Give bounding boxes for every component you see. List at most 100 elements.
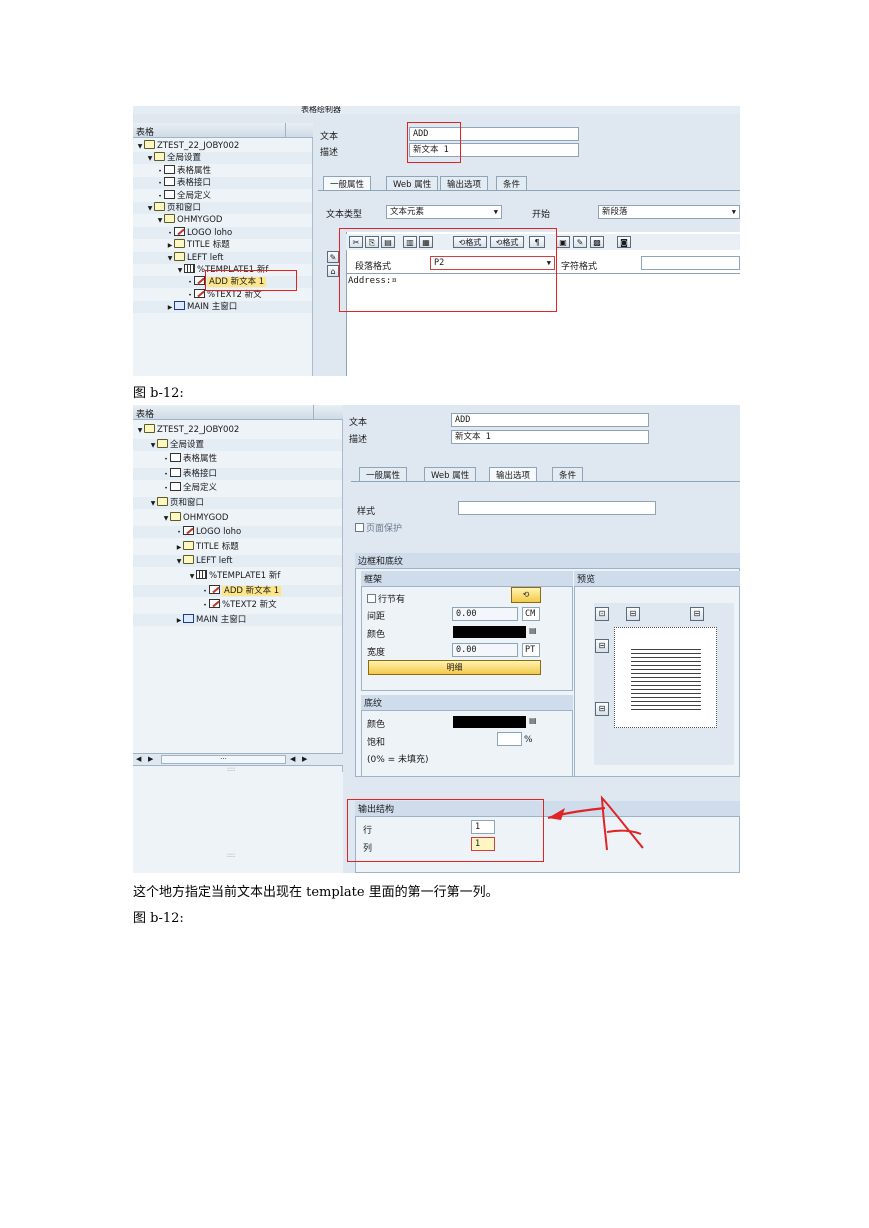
horizontal-scrollbar[interactable]: ◀ ▶ ··· ◀ ▶ [133,753,343,766]
bullet-icon[interactable]: • [164,485,168,493]
tree-item[interactable]: •表格属性 [133,453,342,465]
tree-item[interactable]: ▼LEFT left [133,555,342,568]
spacing-unit[interactable]: CM [522,607,540,621]
tab-conditions[interactable]: 条件 [552,467,584,481]
expand-icon[interactable]: ▼ [157,217,163,225]
tree-item[interactable]: ▼页和窗口 [133,497,342,509]
color-picker-icon[interactable]: ▤ [529,716,537,725]
row-input[interactable]: 1 [471,820,495,834]
bullet-icon[interactable]: • [164,456,168,464]
splitter-grip[interactable]: :::: [227,766,236,773]
tree-item[interactable]: ▶TITLE 标题 [133,239,312,251]
detail-button[interactable]: 明细 [368,660,541,675]
width-input[interactable]: 0.00 [452,643,518,657]
tree-item[interactable]: ▼全局设置 [133,152,312,165]
insert-field-button[interactable]: ▣ [556,236,570,248]
collapse-icon[interactable]: ▶ [176,616,182,624]
border-top-right-button[interactable]: ⊟ [690,607,704,621]
border-left-button[interactable]: ⊟ [595,639,609,653]
width-unit[interactable]: PT [522,643,540,657]
expand-icon[interactable]: ▼ [177,267,183,274]
tree-item[interactable]: ▼OHMYGOD [133,511,342,524]
tab-output[interactable]: 输出选项 [440,176,489,190]
character-format-button[interactable]: ⟲格式 [490,236,524,248]
scroll-left-icon[interactable]: ◀ [136,755,142,763]
tab-general[interactable]: 一般属性 [323,176,372,190]
paragraph-format-select[interactable]: P2▼ [430,256,555,270]
border-bottom-left-button[interactable]: ⊟ [595,702,609,716]
tree-item[interactable]: •表格接口 [133,467,342,480]
description-input[interactable]: 新文本 1 [409,143,579,157]
with-shadow-checkbox[interactable]: 行节有 [367,592,405,605]
scroll-right-icon[interactable]: ▶ [148,755,154,763]
text-type-select[interactable]: 文本元素▼ [386,205,502,219]
border-top-center-button[interactable]: ⊟ [626,607,640,621]
bullet-icon[interactable]: • [203,602,207,610]
pilcrow-button[interactable]: ¶ [529,236,545,248]
tab-general[interactable]: 一般属性 [359,467,408,481]
color-swatch[interactable] [453,626,526,638]
tree-item[interactable]: •%TEXT2 新文 [133,599,342,611]
tree-item[interactable]: ▶MAIN 主窗口 [133,613,342,626]
vertical-splitter[interactable] [343,405,347,873]
paragraph-format-button[interactable]: ⟲格式 [453,236,487,248]
scroll-left-icon[interactable]: ◀ [290,755,296,763]
tree-item[interactable]: ▶MAIN 主窗口 [133,301,312,314]
expand-icon[interactable]: ▼ [176,558,182,566]
border-top-left-button[interactable]: ⊡ [595,607,609,621]
bullet-icon[interactable]: • [188,279,192,287]
tree-item[interactable]: •LOGO loho [133,526,342,539]
expand-icon[interactable]: ▼ [150,441,156,449]
color-picker-icon[interactable]: ▤ [529,626,537,635]
paste-button[interactable]: ▤ [381,236,395,248]
preview-button[interactable]: ◙ [617,236,631,248]
tab-web[interactable]: Web 属性 [424,467,477,481]
tab-output[interactable]: 输出选项 [489,467,538,481]
tree-item[interactable]: •全局定义 [133,482,342,494]
scroll-right-icon[interactable]: ▶ [302,755,308,763]
scroll-thumb[interactable]: ··· [161,755,286,764]
tree-item[interactable]: •ADD 新文本 1 [133,584,342,597]
tab-web[interactable]: Web 属性 [386,176,439,190]
frame-edit-button[interactable]: ⟲ [511,587,541,603]
bullet-icon[interactable]: • [158,167,162,175]
saturation-input[interactable] [497,732,522,746]
collapse-icon[interactable]: ▶ [167,242,173,250]
expand-icon[interactable]: ▼ [147,205,153,212]
tree-item[interactable]: ▼全局设置 [133,438,342,451]
expand-icon[interactable]: ▼ [150,500,156,507]
delete-button[interactable]: ▦ [419,236,433,248]
tree-item[interactable]: •LOGO loho [133,226,312,239]
collapse-icon[interactable]: ▶ [167,304,173,312]
text-name-input[interactable]: ADD [451,413,649,427]
insert-button[interactable]: ▥ [403,236,417,248]
edit-side-button[interactable]: ✎ [327,251,339,263]
tree-item[interactable]: •表格属性 [133,164,312,177]
shade-color-swatch[interactable] [453,716,526,728]
expand-icon[interactable]: ▼ [167,254,173,262]
tree-item[interactable]: •ADD 新文本 1 [133,276,312,289]
cut-button[interactable]: ✂ [349,236,363,248]
copy-button[interactable]: ⎘ [365,236,379,248]
splitter-grip[interactable]: :::: [227,852,236,859]
text-name-input[interactable]: ADD [409,127,579,141]
spacing-input[interactable]: 0.00 [452,607,518,621]
character-format-select[interactable] [641,256,740,270]
tree-item[interactable]: ▼ZTEST_22_JOBY002 [133,140,312,152]
tree-item[interactable]: ▼ZTEST_22_JOBY002 [133,424,342,436]
tab-conditions[interactable]: 条件 [496,176,528,190]
bullet-icon[interactable]: • [203,587,207,595]
tree-item[interactable]: ▶TITLE 标题 [133,540,342,553]
editor-content[interactable]: Address:¤ [348,276,397,286]
tree-item[interactable]: ▼LEFT left [133,251,312,264]
graphic-button[interactable]: ▩ [590,236,604,248]
tree-item[interactable]: •%TEXT2 新文 [133,288,312,301]
tree-item[interactable]: •表格接口 [133,177,312,190]
tree-item[interactable]: •全局定义 [133,189,312,202]
description-input[interactable]: 新文本 1 [451,430,649,444]
collapse-icon[interactable]: ▶ [176,543,182,551]
expand-icon[interactable]: ▼ [147,155,153,163]
bullet-icon[interactable]: • [168,229,172,237]
expand-icon[interactable]: ▼ [163,514,169,522]
bullet-icon[interactable]: • [188,291,192,299]
